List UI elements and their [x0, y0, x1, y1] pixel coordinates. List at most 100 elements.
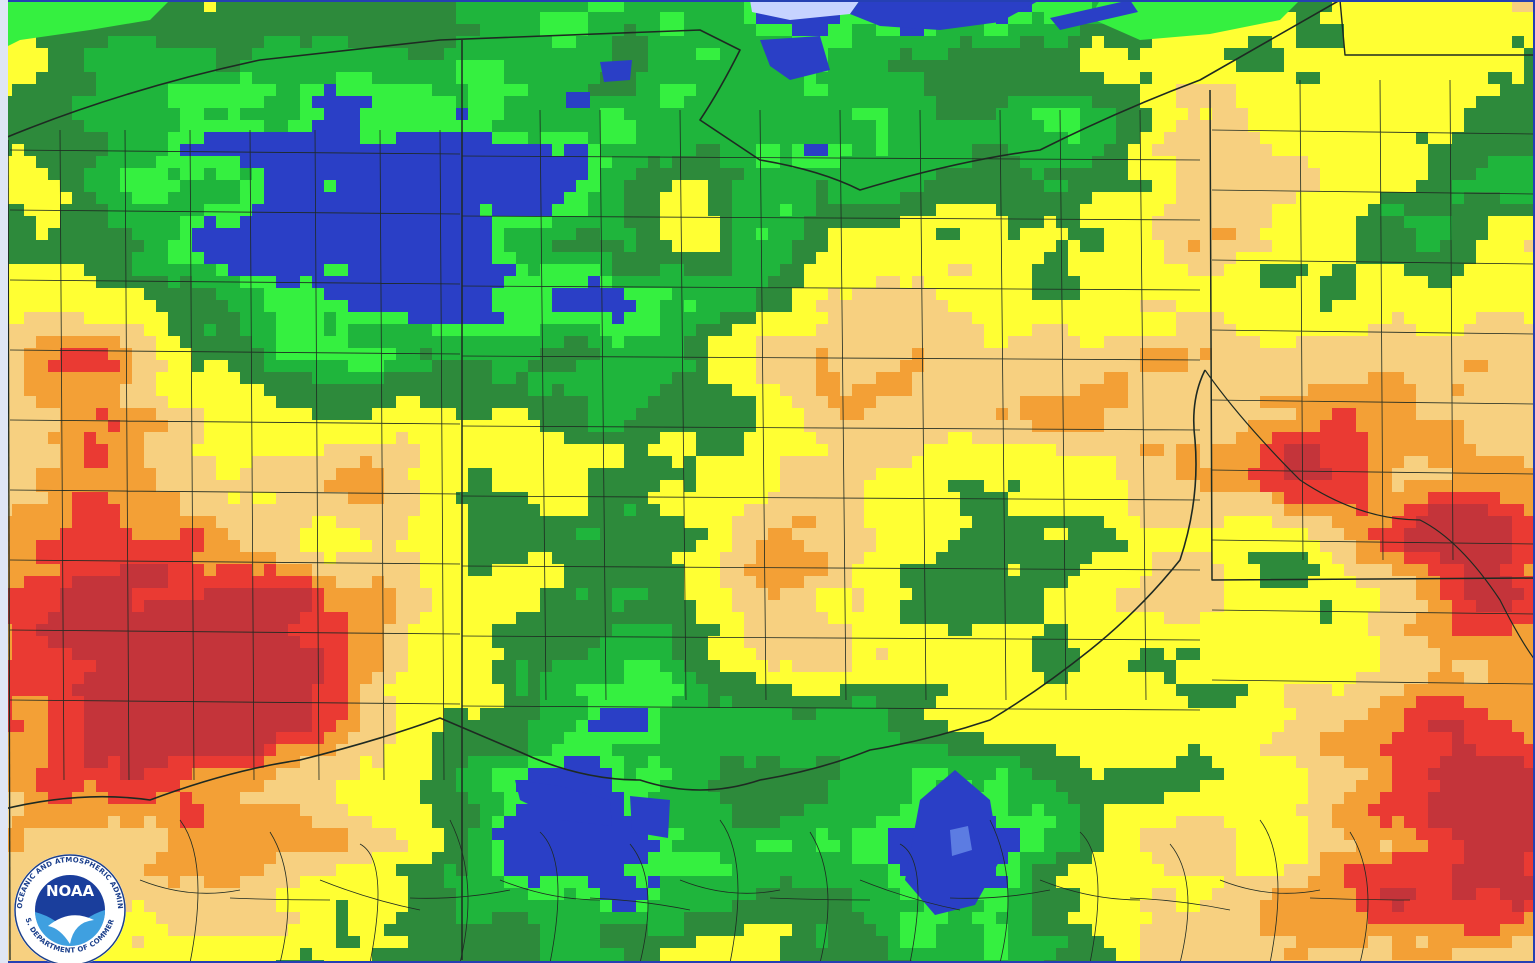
precip-cell: [1320, 408, 1333, 421]
precip-cell: [612, 432, 625, 445]
precip-cell: [1152, 96, 1165, 109]
precip-cell: [768, 132, 781, 145]
precip-cell: [1428, 432, 1441, 445]
precip-cell: [264, 348, 277, 361]
precip-cell: [588, 396, 601, 409]
precip-cell: [1392, 96, 1405, 109]
precip-cell: [1104, 300, 1117, 313]
precip-cell: [588, 312, 601, 325]
precip-cell: [1428, 132, 1441, 145]
precip-cell: [1524, 432, 1535, 445]
precip-cell: [204, 360, 217, 373]
precip-cell: [708, 252, 721, 265]
precip-cell: [360, 228, 373, 241]
precip-cell: [1296, 12, 1309, 25]
precip-cell: [1188, 300, 1201, 313]
precip-cell: [1008, 348, 1021, 361]
precip-cell: [1476, 312, 1489, 325]
precip-cell: [696, 156, 709, 169]
precip-cell: [192, 252, 205, 265]
precip-cell: [792, 192, 805, 205]
precip-cell: [1188, 36, 1201, 49]
precip-cell: [1440, 144, 1453, 157]
precip-cell: [1020, 396, 1033, 409]
precip-cell: [792, 156, 805, 169]
precip-cell: [360, 264, 373, 277]
precip-cell: [852, 228, 865, 241]
precip-cell: [108, 108, 121, 121]
precip-cell: [1020, 432, 1033, 445]
precip-cell: [960, 240, 973, 253]
precip-cell: [912, 384, 925, 397]
precip-cell: [480, 204, 493, 217]
precip-cell: [996, 264, 1009, 277]
precip-cell: [336, 228, 349, 241]
precip-cell: [540, 72, 553, 85]
precip-cell: [372, 288, 385, 301]
precip-cell: [1248, 336, 1261, 349]
precip-cell: [84, 120, 97, 133]
precip-cell: [1392, 192, 1405, 205]
precip-cell: [1020, 144, 1033, 157]
precip-cell: [984, 372, 997, 385]
precip-cell: [1104, 252, 1117, 265]
precip-cell: [1164, 48, 1177, 61]
precip-cell: [1248, 300, 1261, 313]
precip-cell: [804, 132, 817, 145]
precip-cell: [1008, 216, 1021, 229]
precip-cell: [96, 456, 109, 469]
precip-cell: [948, 384, 961, 397]
precip-cell: [960, 336, 973, 349]
precip-cell: [1500, 276, 1513, 289]
precip-cell: [132, 120, 145, 133]
precip-cell: [300, 312, 313, 325]
precip-cell: [1092, 168, 1105, 181]
precip-cell: [1356, 384, 1369, 397]
precip-cell: [876, 312, 889, 325]
precip-cell: [252, 216, 265, 229]
precip-cell: [948, 456, 961, 469]
precip-cell: [960, 60, 973, 73]
precip-cell: [1020, 72, 1033, 85]
precip-cell: [648, 180, 661, 193]
precip-cell: [780, 444, 793, 457]
precip-cell: [504, 348, 517, 361]
precip-cell: [168, 432, 181, 445]
precip-cell: [360, 24, 373, 37]
precip-cell: [36, 348, 49, 361]
precip-cell: [492, 144, 505, 157]
precip-cell: [1224, 336, 1237, 349]
precip-cell: [264, 0, 277, 13]
precip-cell: [1236, 276, 1249, 289]
precip-cell: [312, 252, 325, 265]
precip-cell: [1044, 156, 1057, 169]
precip-cell: [720, 312, 733, 325]
precip-cell: [1260, 216, 1273, 229]
precip-cell: [1356, 12, 1369, 25]
precip-cell: [252, 456, 265, 469]
precip-cell: [444, 252, 457, 265]
precip-cell: [96, 312, 109, 325]
precip-cell: [996, 204, 1009, 217]
precip-cell: [744, 348, 757, 361]
precip-cell: [1344, 324, 1357, 337]
precip-cell: [1044, 300, 1057, 313]
precip-cell: [864, 240, 877, 253]
precip-cell: [1404, 288, 1417, 301]
precip-cell: [552, 0, 565, 13]
precip-cell: [384, 372, 397, 385]
precip-cell: [312, 396, 325, 409]
precip-cell: [192, 204, 205, 217]
precip-cell: [1524, 456, 1535, 469]
precip-cell: [1152, 384, 1165, 397]
precip-cell: [1284, 372, 1297, 385]
precip-cell: [492, 84, 505, 97]
precip-cell: [252, 264, 265, 277]
precip-cell: [828, 252, 841, 265]
precip-cell: [696, 12, 709, 25]
precip-cell: [312, 96, 325, 109]
precip-cell: [228, 360, 241, 373]
precip-cell: [348, 408, 361, 421]
precip-cell: [336, 360, 349, 373]
precip-cell: [108, 36, 121, 49]
